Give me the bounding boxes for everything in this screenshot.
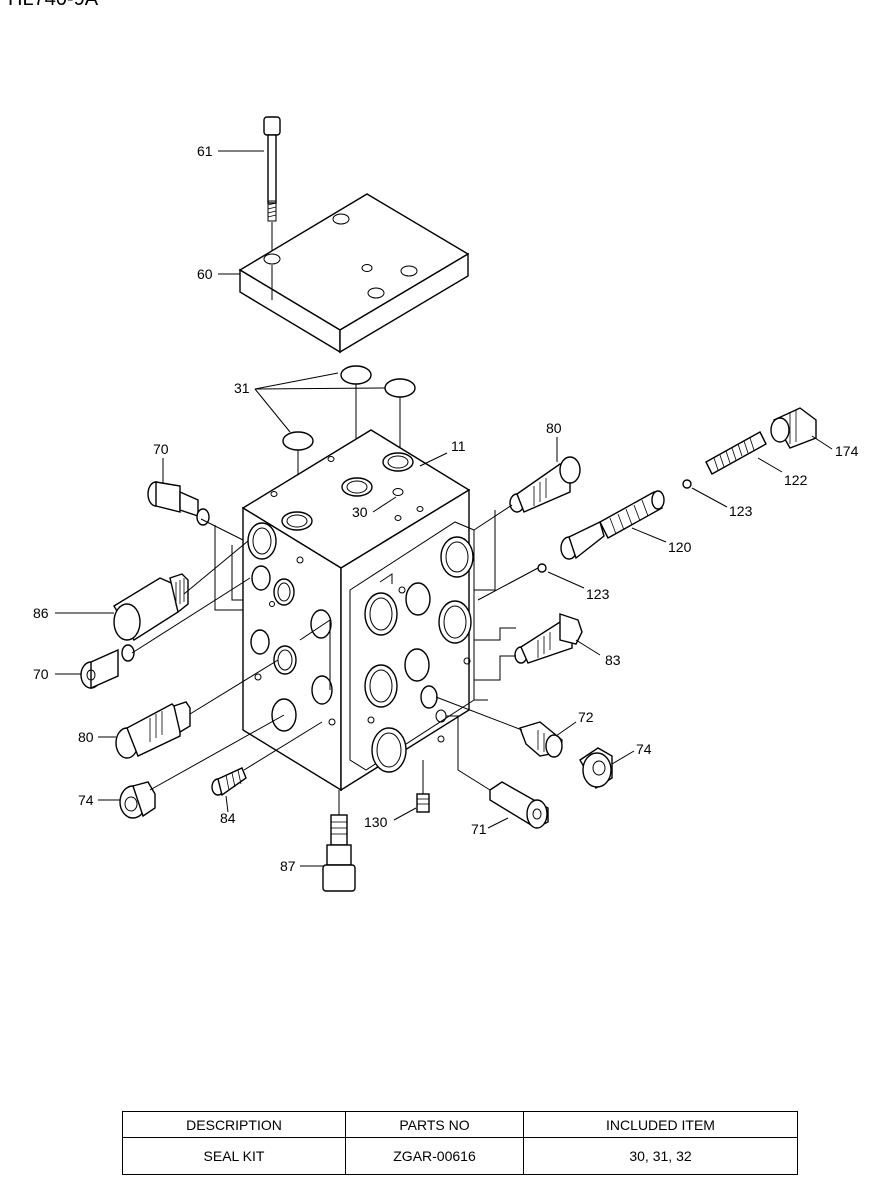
callout-80-right: 80 bbox=[546, 420, 562, 436]
bolt-61-drawing bbox=[263, 116, 281, 256]
seal-kit-table: DESCRIPTION PARTS NO INCLUDED ITEM SEAL … bbox=[122, 1111, 798, 1175]
spring-122-drawing bbox=[705, 431, 767, 475]
callout-31: 31 bbox=[234, 380, 250, 396]
callout-71: 71 bbox=[471, 821, 487, 837]
callout-70-top: 70 bbox=[153, 441, 169, 457]
callout-74-right: 74 bbox=[636, 741, 652, 757]
valve-80-left-drawing bbox=[115, 701, 191, 759]
screw-130-drawing bbox=[416, 760, 430, 813]
callout-120: 120 bbox=[668, 539, 692, 555]
callout-30: 30 bbox=[352, 504, 368, 520]
callout-84: 84 bbox=[220, 810, 236, 826]
table-row: SEAL KIT ZGAR-00616 30, 31, 32 bbox=[122, 1137, 798, 1175]
callout-11: 11 bbox=[451, 438, 466, 454]
valve-71-drawing bbox=[489, 781, 549, 829]
header-parts-no: PARTS NO bbox=[345, 1111, 524, 1138]
relief-valve-70-bottom-drawing bbox=[80, 644, 135, 690]
valve-80-right-drawing bbox=[509, 456, 581, 513]
callout-87: 87 bbox=[280, 858, 296, 874]
plug-87-drawing bbox=[322, 790, 356, 892]
cell-included-item: 30, 31, 32 bbox=[523, 1137, 798, 1175]
spool-120-drawing bbox=[560, 490, 665, 560]
valve-72-drawing bbox=[519, 721, 563, 758]
header-model-text: HL740-9A bbox=[8, 0, 98, 11]
exploded-parts-diagram: 61 60 31 11 30 70 80 174 122 123 120 123… bbox=[33, 116, 859, 892]
leader-lines bbox=[55, 150, 833, 867]
cell-parts-no: ZGAR-00616 bbox=[345, 1137, 524, 1175]
valve-body-11-drawing bbox=[241, 429, 475, 792]
relief-valve-70-top-drawing bbox=[147, 481, 210, 526]
callout-130: 130 bbox=[364, 814, 388, 830]
callout-60: 60 bbox=[197, 266, 213, 282]
callout-86: 86 bbox=[33, 605, 49, 621]
callout-80-left: 80 bbox=[78, 729, 94, 745]
screw-84-drawing bbox=[211, 767, 247, 797]
callout-61: 61 bbox=[197, 143, 213, 159]
valve-83-drawing bbox=[514, 613, 583, 664]
header-description: DESCRIPTION bbox=[122, 1111, 346, 1138]
cover-plate-60-drawing bbox=[238, 193, 470, 354]
assembly-guide-lines bbox=[131, 265, 539, 791]
relief-valve-86-drawing bbox=[113, 573, 189, 641]
callout-122: 122 bbox=[784, 472, 808, 488]
callout-83: 83 bbox=[605, 652, 621, 668]
header-included-item: INCLUDED ITEM bbox=[523, 1111, 798, 1138]
callout-174: 174 bbox=[835, 443, 859, 459]
callout-70-bottom: 70 bbox=[33, 666, 49, 682]
ball-123-drawing bbox=[537, 479, 692, 573]
plug-174-drawing bbox=[770, 407, 817, 449]
callout-72: 72 bbox=[578, 709, 594, 725]
callout-74-left: 74 bbox=[78, 792, 94, 808]
callout-123-upper: 123 bbox=[729, 503, 753, 519]
cell-description: SEAL KIT bbox=[122, 1137, 346, 1175]
plug-74-right-drawing bbox=[579, 747, 613, 789]
table-header-row: DESCRIPTION PARTS NO INCLUDED ITEM bbox=[122, 1111, 798, 1138]
plug-74-left-drawing bbox=[119, 781, 156, 819]
callout-123-lower: 123 bbox=[586, 586, 610, 602]
